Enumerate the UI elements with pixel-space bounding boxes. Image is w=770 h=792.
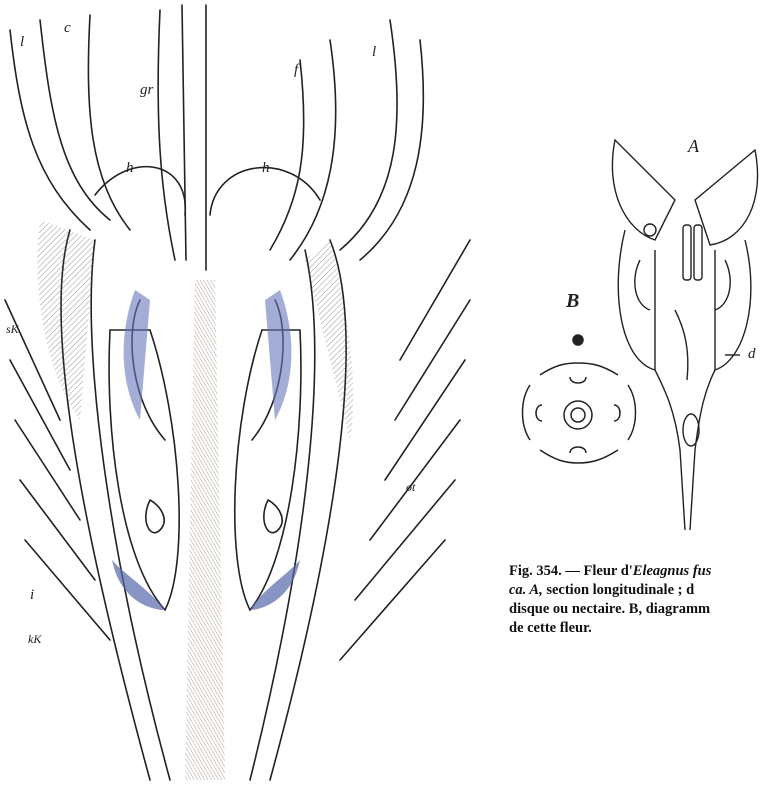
label-f: f [294,62,298,79]
label-l-right: l [372,44,376,61]
label-c: c [64,20,71,37]
label-gr: gr [140,82,153,99]
figure-caption: Fig. 354. — Fleur d'Eleagnus fus ca. A, … [509,562,770,638]
figure-b-floral-diagram [510,285,650,475]
caption-line-3: disque ou nectaire. B, diagramm [509,600,770,619]
longitudinal-section-illustration [0,0,480,792]
label-h-left: h [126,160,134,177]
label-sk: sK [6,322,19,337]
caption-line-2: ca. A, section longitudinale ; d [509,581,770,600]
label-h-right: h [262,160,270,177]
figure-a-label: A [688,136,699,157]
label-i: i [30,587,34,604]
label-l-left: l [20,34,24,51]
label-kk: kK [28,632,41,647]
figure-a-label-d: d [748,346,756,363]
figure-b-label: B [566,290,579,313]
caption-line-4: de cette fleur. [509,619,770,638]
caption-line-1: Fig. 354. — Fleur d'Eleagnus fus [509,562,770,581]
label-ot: ot [406,480,415,495]
